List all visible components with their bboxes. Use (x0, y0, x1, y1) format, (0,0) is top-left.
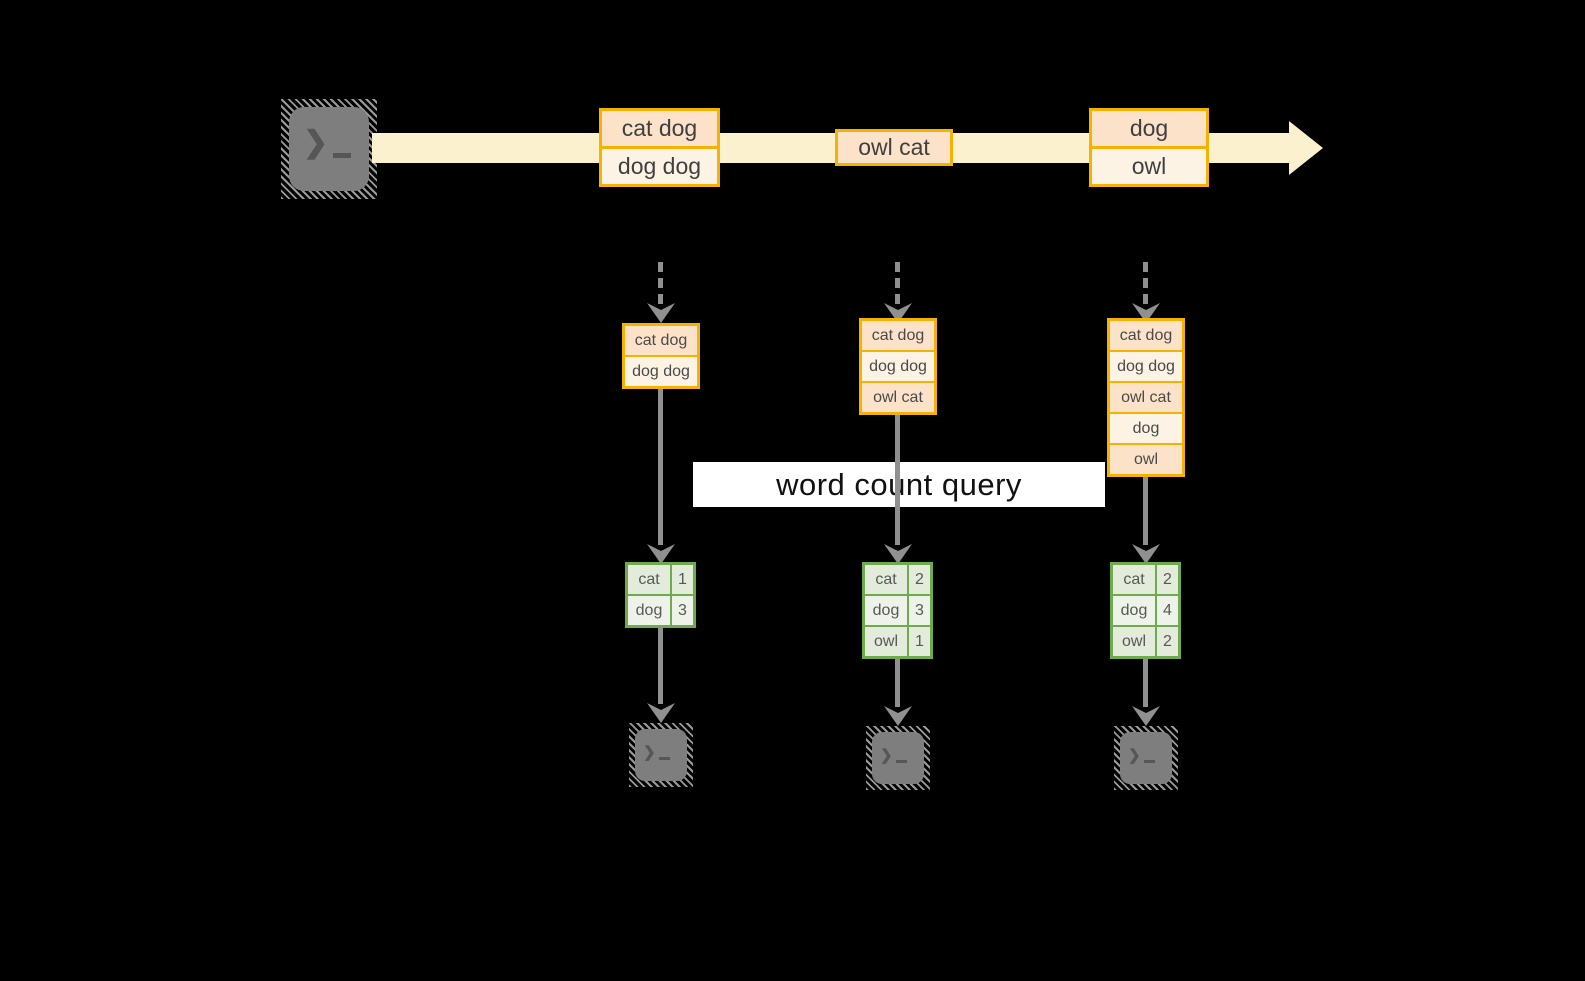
connector-arrowhead-icon (647, 703, 675, 723)
count-word: owl (1113, 627, 1155, 656)
connector-line (895, 659, 900, 707)
count-table-1: cat 1 dog 3 (625, 562, 696, 628)
prompt-underscore-icon (1143, 759, 1155, 763)
count-word: dog (628, 596, 670, 625)
prompt-underscore-icon (333, 152, 352, 158)
dashed-arrow-line (658, 262, 663, 304)
terminal-body: ❯ (1120, 732, 1172, 784)
count-word: cat (865, 565, 907, 594)
batch-line: dog dog (602, 146, 717, 184)
prompt-chevron-icon: ❯ (303, 126, 329, 159)
state-line: dog (1110, 412, 1182, 443)
connector-line (658, 628, 663, 704)
batch-line: dog (1092, 111, 1206, 146)
state-line: cat dog (1110, 321, 1182, 350)
count-value: 2 (909, 565, 930, 594)
connector-arrowhead-icon (884, 706, 912, 726)
count-value: 3 (909, 596, 930, 625)
connector-line (895, 414, 900, 545)
sink-terminal-icon: ❯ (866, 726, 930, 790)
count-word: cat (1113, 565, 1155, 594)
stream-batch-3: dog owl (1089, 108, 1209, 187)
state-line: dog dog (1110, 350, 1182, 381)
count-word: owl (865, 627, 907, 656)
connector-line (658, 387, 663, 545)
terminal-body: ❯ (289, 107, 369, 191)
state-box-2: cat dog dog dog owl cat (859, 318, 937, 415)
sink-terminal-icon: ❯ (629, 723, 693, 787)
count-table-2: cat 2 dog 3 owl 1 (862, 562, 933, 659)
count-word: cat (628, 565, 670, 594)
batch-line: owl cat (838, 132, 950, 163)
count-value: 1 (909, 627, 930, 656)
connector-line (1143, 659, 1148, 707)
prompt-chevron-icon: ❯ (643, 743, 656, 761)
sink-terminal-icon: ❯ (1114, 726, 1178, 790)
stream-batch-1: cat dog dog dog (599, 108, 720, 187)
source-terminal-icon: ❯ (281, 99, 377, 199)
batch-line: owl (1092, 146, 1206, 184)
prompt-chevron-icon: ❯ (1128, 746, 1141, 764)
connector-arrowhead-icon (1132, 706, 1160, 726)
stream-batch-2: owl cat (835, 129, 953, 166)
state-line: owl cat (1110, 381, 1182, 412)
state-box-1: cat dog dog dog (622, 323, 700, 389)
dashed-arrow-line (1143, 262, 1148, 304)
prompt-chevron-icon: ❯ (880, 746, 893, 764)
count-value: 3 (672, 596, 693, 625)
prompt-underscore-icon (658, 756, 670, 760)
count-table-3: cat 2 dog 4 owl 2 (1110, 562, 1181, 659)
state-box-3: cat dog dog dog owl cat dog owl (1107, 318, 1185, 477)
connector-arrowhead-icon (647, 544, 675, 564)
batch-line: cat dog (602, 111, 717, 146)
terminal-body: ❯ (635, 729, 687, 781)
count-value: 2 (1157, 627, 1178, 656)
dashed-arrow-line (895, 262, 900, 304)
count-value: 4 (1157, 596, 1178, 625)
count-word: dog (1113, 596, 1155, 625)
state-line: dog dog (625, 355, 697, 386)
state-line: dog dog (862, 350, 934, 381)
connector-arrowhead-icon (1132, 544, 1160, 564)
count-value: 2 (1157, 565, 1178, 594)
state-line: cat dog (625, 326, 697, 355)
connector-arrowhead-icon (884, 544, 912, 564)
count-value: 1 (672, 565, 693, 594)
prompt-underscore-icon (895, 759, 907, 763)
state-line: owl (1110, 443, 1182, 474)
state-line: owl cat (862, 381, 934, 412)
stream-arrowhead-icon (1289, 121, 1323, 175)
count-word: dog (865, 596, 907, 625)
connector-line (1143, 476, 1148, 545)
terminal-body: ❯ (872, 732, 924, 784)
state-line: cat dog (862, 321, 934, 350)
dashed-arrowhead-icon (647, 303, 675, 323)
